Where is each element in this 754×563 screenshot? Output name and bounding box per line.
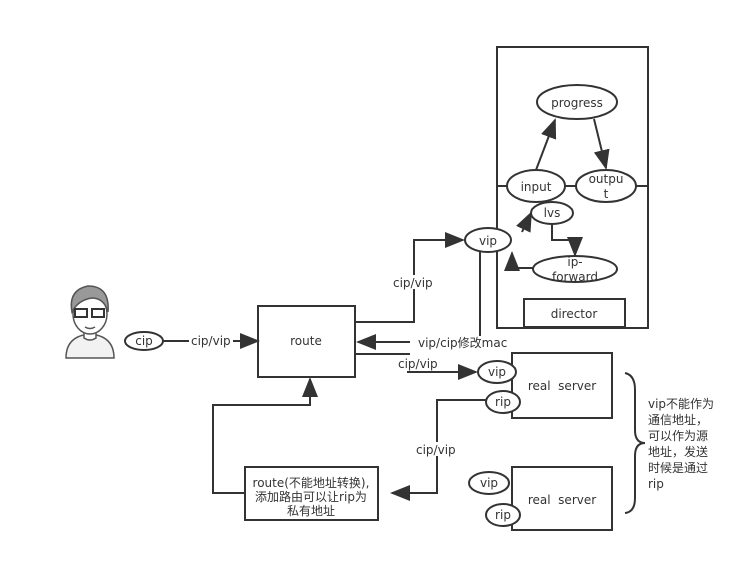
ipforward-to-vip-arrow <box>504 251 533 271</box>
lvs-to-ipforward-arrow <box>551 224 583 257</box>
route2-box <box>244 466 379 521</box>
note-line: 地址，发送 <box>648 444 708 459</box>
director-vip-label: vip <box>479 234 497 248</box>
progress-label: progress <box>551 96 603 110</box>
rs1-vip-label: vip <box>488 365 506 379</box>
rs1-rip-label: rip <box>495 395 511 409</box>
rs1-vip-node <box>477 360 517 384</box>
client-edge-label: cip/vip <box>191 334 231 348</box>
note-line: rip <box>648 477 664 491</box>
ipforward-label-2: forward <box>552 270 598 284</box>
cip-label: cip <box>135 334 153 348</box>
note-line: 通信地址， <box>648 413 708 427</box>
rs2-vip-label: vip <box>480 476 498 490</box>
route2-line-3: 私有地址 <box>287 504 335 518</box>
lvs-node <box>530 201 574 225</box>
route-to-rs-label: cip/vip <box>398 357 438 371</box>
brace <box>624 372 646 514</box>
rs1-label: real server <box>528 379 596 393</box>
cip-node <box>124 331 164 351</box>
route-label: route <box>290 334 322 348</box>
rs2-rip-label: rip <box>495 508 511 522</box>
director-vip-node <box>464 227 512 253</box>
rs2-vip-node <box>468 471 510 495</box>
note-line: 时候是通过 <box>648 461 708 475</box>
note-line: vip不能作为 <box>648 397 714 411</box>
output-label-1: outpu <box>589 172 624 186</box>
progress-node <box>536 84 618 120</box>
director-label: director <box>551 307 598 321</box>
route-to-vip-label: cip/vip <box>393 276 433 290</box>
note-line: 可以作为源 <box>648 429 708 443</box>
progress-to-output-arrow <box>593 118 610 170</box>
rs1-rip-node <box>485 390 521 414</box>
rip-to-route2-label: cip/vip <box>416 443 456 457</box>
route-box <box>257 305 356 378</box>
note-text: vip不能作为 通信地址， 可以作为源 地址，发送 时候是通过 rip <box>648 397 714 491</box>
real-server-2-box <box>511 466 613 531</box>
route2-line-2: 添加路由可以让rip为 <box>255 489 367 504</box>
lvs-label: lvs <box>544 206 561 220</box>
input-label: input <box>521 180 552 194</box>
output-node <box>575 169 637 203</box>
input-node <box>506 169 566 203</box>
route2-line-1: route(不能地址转换), <box>253 475 370 490</box>
real-server-1-box <box>511 352 613 419</box>
ipforward-node <box>532 255 618 283</box>
ipforward-label-1: ip- <box>567 255 582 269</box>
output-label-2: t <box>604 187 609 201</box>
vip-to-lvs-arrow <box>516 211 532 233</box>
route2-to-route-arrow <box>212 377 318 494</box>
rs2-rip-node <box>485 503 521 527</box>
user-avatar-icon <box>65 285 115 359</box>
rs2-label: real server <box>528 493 596 507</box>
director-label-box <box>523 298 626 328</box>
input-to-progress-arrow <box>535 118 557 171</box>
return-label: vip/cip修改mac <box>418 335 507 350</box>
